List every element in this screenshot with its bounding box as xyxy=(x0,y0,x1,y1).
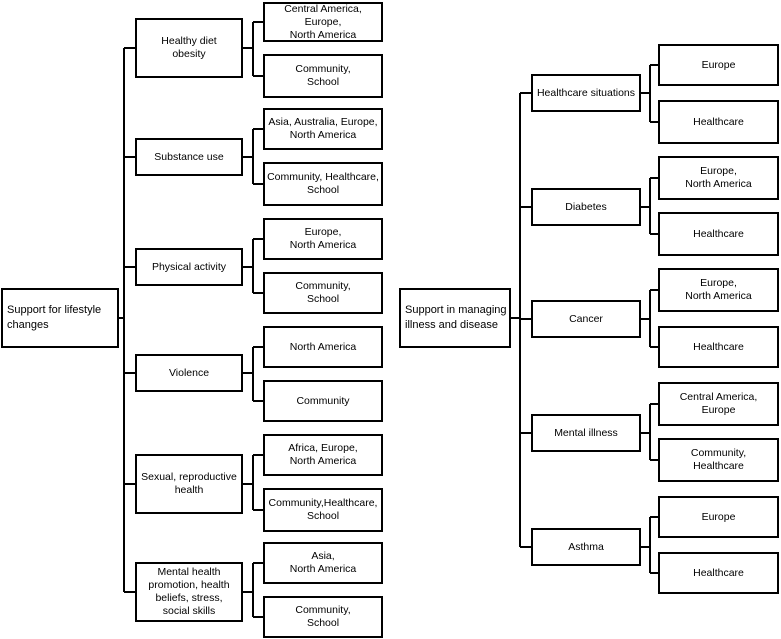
leaf-healthcare-sit-regions: Europe xyxy=(658,44,779,86)
leaf-diet-regions: Central America, Europe, North America xyxy=(263,2,383,42)
branch-mental-illness: Mental illness xyxy=(531,414,641,452)
leaf-diabetes-settings: Healthcare xyxy=(658,212,779,256)
leaf-cancer-settings: Healthcare xyxy=(658,326,779,368)
branch-cancer: Cancer xyxy=(531,300,641,338)
leaf-healthcare-sit-settings: Healthcare xyxy=(658,100,779,144)
leaf-violence-regions: North America xyxy=(263,326,383,368)
leaf-mental-illness-regions: Central America, Europe xyxy=(658,382,779,426)
leaf-sexual-regions: Africa, Europe, North America xyxy=(263,434,383,476)
leaf-substance-regions: Asia, Australia, Europe, North America xyxy=(263,108,383,150)
branch-mental-health-promotion: Mental health promotion, health beliefs,… xyxy=(135,562,243,622)
branch-violence: Violence xyxy=(135,354,243,392)
branch-diabetes: Diabetes xyxy=(531,188,641,226)
leaf-physical-regions: Europe, North America xyxy=(263,218,383,260)
branch-asthma: Asthma xyxy=(531,528,641,566)
leaf-mental-illness-settings: Community, Healthcare xyxy=(658,438,779,482)
root-lifestyle: Support for lifestyle changes xyxy=(1,288,119,348)
leaf-asthma-settings: Healthcare xyxy=(658,552,779,594)
branch-sexual-health: Sexual, reproductive health xyxy=(135,454,243,514)
leaf-sexual-settings: Community,Healthcare, School xyxy=(263,488,383,532)
branch-healthcare-situations: Healthcare situations xyxy=(531,74,641,112)
leaf-cancer-regions: Europe, North America xyxy=(658,268,779,312)
leaf-physical-settings: Community, School xyxy=(263,272,383,314)
leaf-violence-settings: Community xyxy=(263,380,383,422)
branch-healthy-diet: Healthy diet obesity xyxy=(135,18,243,78)
leaf-substance-settings: Community, Healthcare, School xyxy=(263,162,383,206)
leaf-mental-promo-regions: Asia, North America xyxy=(263,542,383,584)
leaf-diabetes-regions: Europe, North America xyxy=(658,156,779,200)
leaf-diet-settings: Community, School xyxy=(263,54,383,98)
branch-substance-use: Substance use xyxy=(135,138,243,176)
leaf-mental-promo-settings: Community, School xyxy=(263,596,383,638)
leaf-asthma-regions: Europe xyxy=(658,496,779,538)
branch-physical-activity: Physical activity xyxy=(135,248,243,286)
root-illness: Support in managing illness and disease xyxy=(399,288,511,348)
